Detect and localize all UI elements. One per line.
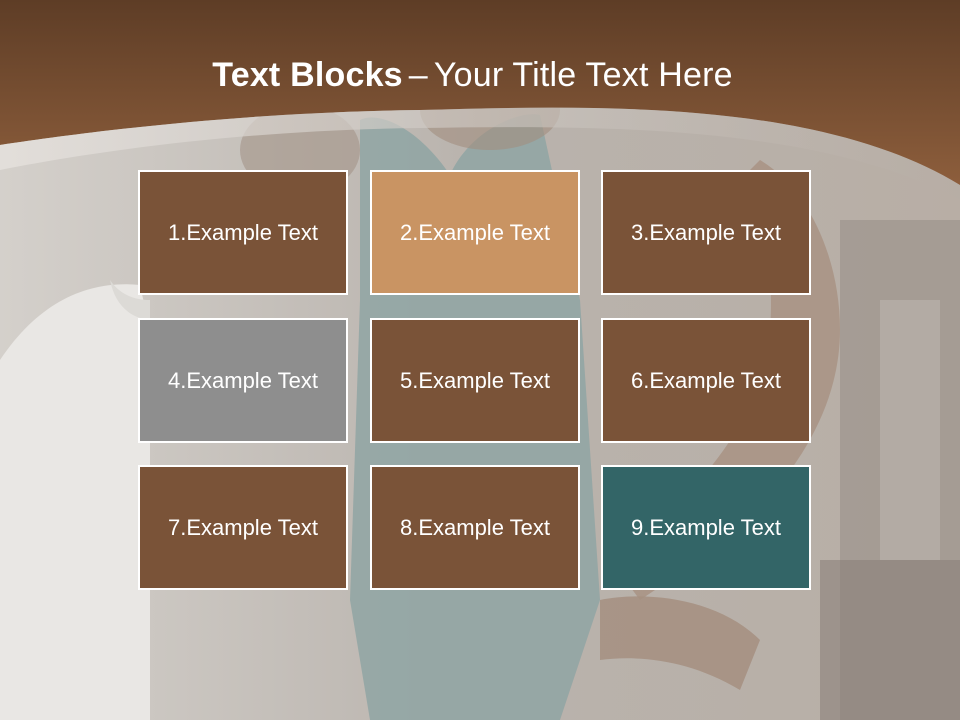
title-bold-part: Text Blocks	[212, 56, 403, 94]
text-block-label: 3.Example Text	[630, 219, 781, 245]
text-block-4[interactable]: 4.Example Text	[138, 318, 348, 443]
text-block-3[interactable]: 3.Example Text	[601, 170, 811, 295]
text-block-label: 9.Example Text	[630, 514, 781, 540]
text-block-6[interactable]: 6.Example Text	[601, 318, 811, 443]
text-block-7[interactable]: 7.Example Text	[138, 465, 348, 590]
text-block-8[interactable]: 8.Example Text	[370, 465, 580, 590]
text-block-label: 1.Example Text	[167, 219, 318, 245]
text-block-9[interactable]: 9.Example Text	[601, 465, 811, 590]
text-block-label: 4.Example Text	[167, 367, 318, 393]
text-block-2[interactable]: 2.Example Text	[370, 170, 580, 295]
text-block-label: 5.Example Text	[399, 367, 550, 393]
header-band	[0, 0, 960, 200]
text-block-label: 7.Example Text	[167, 514, 318, 540]
text-block-label: 8.Example Text	[399, 514, 550, 540]
text-blocks-grid: 1.Example Text 2.Example Text 3.Example …	[138, 170, 816, 594]
text-block-1[interactable]: 1.Example Text	[138, 170, 348, 295]
title-rest: Your Title Text Here	[433, 56, 733, 94]
text-block-5[interactable]: 5.Example Text	[370, 318, 580, 443]
title-dash: –	[408, 56, 428, 94]
slide-title: Text Blocks–Your Title Text Here	[0, 56, 945, 95]
text-block-label: 6.Example Text	[630, 367, 781, 393]
text-block-label: 2.Example Text	[399, 219, 550, 245]
